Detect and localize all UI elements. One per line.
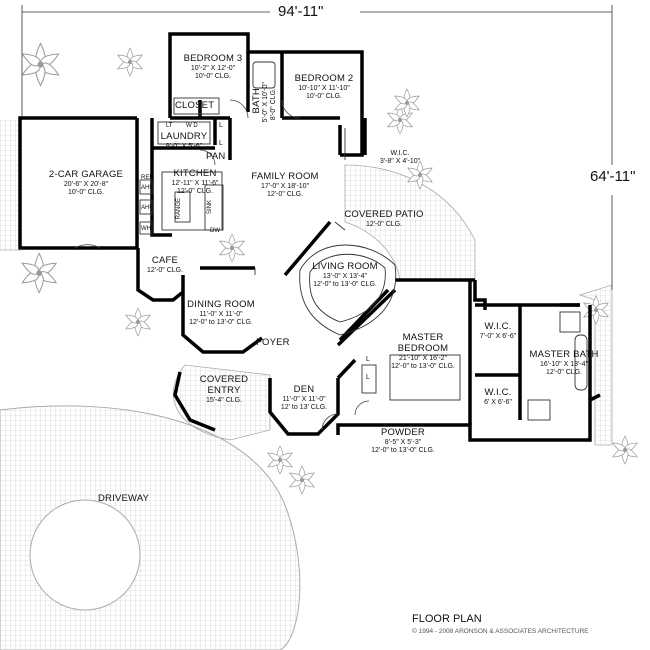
room-bath: BATH — [251, 88, 262, 114]
room-name: W.I.C. — [484, 321, 512, 332]
room-name: BEDROOM 2 — [294, 73, 354, 84]
room-name: POWDER — [381, 427, 425, 438]
room-name: MASTER BATH — [529, 349, 599, 360]
room-name: KITCHEN — [173, 168, 217, 179]
room-bath-size: 5'-0" X 10'-0" — [262, 82, 269, 123]
room-ceiling: 12'-0" CLG. — [176, 187, 214, 195]
room-name: LAUNDRY — [160, 131, 208, 142]
room-wic-top: W.I.C. 3'-8" X 4'-10" — [370, 150, 430, 166]
room-size: 20'-6" X 20'-8" — [63, 180, 109, 188]
room-size: 7'-0" X 6'-6" — [479, 332, 517, 340]
fixture-range: RANGE — [176, 198, 182, 220]
room-bath-ceiling: 8'-0" CLG. — [270, 88, 277, 121]
room-size: 13'-0" X 13'-4" — [322, 272, 368, 280]
room-size: 8'-5" X 5'-3" — [384, 438, 422, 446]
room-ceiling: 12'-0" to 13'-0" CLG. — [313, 280, 377, 288]
fixture-l-2: L — [219, 140, 223, 147]
overall-width-label: 94'-11" — [278, 3, 324, 20]
room-ceiling: 12'-0" CLG. — [266, 190, 304, 198]
room-name: COVERED PATIO — [344, 209, 424, 220]
driveway-label: DRIVEWAY — [98, 493, 150, 504]
room-name: MASTER — [402, 332, 444, 343]
room-cafe: CAFE 12'-0" CLG. — [140, 255, 190, 275]
room-size: 21'-10" X 16'-2" — [398, 354, 448, 362]
fixture-dw: DW — [210, 228, 220, 234]
room-ceiling: 12' to 13' CLG. — [280, 403, 328, 411]
room-name-2: BEDROOM — [397, 342, 449, 354]
room-name: DINING ROOM — [187, 299, 255, 310]
fixture-ahu-1: AHU — [141, 185, 154, 191]
room-name: W.I.C. — [484, 387, 512, 398]
fixture-lt: LT — [166, 123, 173, 129]
fixture-wh: WH — [141, 226, 151, 232]
room-ceiling: 12'-0" to 13'-0" CLG. — [189, 318, 253, 326]
room-size: 10'-2" X 12'-0" — [190, 64, 236, 72]
copyright-notice: © 1994 - 2008 ARONSON & ASSOCIATES ARCHI… — [412, 628, 589, 635]
room-closet: CLOSET — [175, 100, 215, 111]
room-size: 15'-4" CLG. — [205, 396, 243, 404]
room-family: FAMILY ROOM 17'-0" X 18'-10" 12'-0" CLG. — [244, 171, 326, 199]
room-size: 10'-10" X 11'-10" — [298, 84, 350, 92]
room-bedroom2: BEDROOM 2 10'-10" X 11'-10" 10'-0" CLG. — [286, 73, 362, 101]
room-master-bedroom: MASTER BEDROOM 21'-10" X 16'-2" 12'-0" t… — [378, 332, 468, 371]
room-ceiling: 12'-0" CLG. — [146, 266, 184, 274]
room-pan: PAN — [206, 151, 226, 162]
room-ceiling: 12'-0" CLG. — [365, 220, 403, 228]
room-garage: 2-CAR GARAGE 20'-6" X 20'-8" 10'-0" CLG. — [40, 169, 132, 197]
room-ceiling: 10'-0" CLG. — [305, 92, 343, 100]
fixture-l-3: L — [366, 356, 370, 363]
room-name: 2-CAR GARAGE — [48, 169, 124, 180]
door-swings — [74, 99, 370, 431]
room-ceiling: 12'-0" CLG. — [545, 368, 583, 376]
walls — [18, 32, 601, 442]
room-name: DEN — [293, 384, 315, 395]
room-name: COVERED — [199, 374, 249, 385]
fixtures-lines — [139, 61, 588, 421]
room-name-2: ENTRY — [207, 384, 241, 396]
room-wic-master-1: W.I.C. 7'-0" X 6'-6" — [478, 321, 518, 341]
room-size: 17'-0" X 18'-10" — [260, 182, 310, 190]
room-patio: COVERED PATIO 12'-0" CLG. — [344, 209, 424, 229]
room-size: 3'-8" X 4'-10" — [379, 158, 421, 166]
driveway-paving — [0, 120, 613, 650]
room-size: 11'-0" X 11'-0" — [282, 395, 326, 403]
room-ceiling: 10'-0" CLG. — [194, 72, 232, 80]
fixture-sink: SINK — [207, 200, 213, 215]
room-laundry: LAUNDRY 9'-0" X 5'-6" — [154, 131, 214, 151]
plan-title: FLOOR PLAN — [412, 613, 482, 625]
dimension-lines — [21, 5, 613, 290]
fixture-l-1: L — [219, 122, 223, 129]
room-bedroom3: BEDROOM 3 10'-2" X 12'-0" 10'-0" CLG. — [176, 53, 250, 81]
room-living: LIVING ROOM 13'-0" X 13'-4" 12'-0" to 13… — [302, 261, 388, 289]
room-wic-master-2: W.I.C. 6' X 6'-6" — [478, 387, 518, 407]
room-ceiling: 10'-0" CLG. — [67, 188, 105, 196]
fixture-wd: W D — [186, 123, 198, 129]
fixture-ahu-2: AHU — [141, 205, 154, 211]
room-name: LIVING ROOM — [312, 261, 378, 272]
room-size: 9'-0" X 5'-6" — [165, 142, 203, 150]
room-size: 12'-11" X 11'-6" — [171, 179, 219, 187]
room-ceiling: 12'-0" to 13'-0" CLG. — [391, 362, 455, 370]
room-size: 11'-0" X 11'-0" — [199, 310, 243, 318]
fixture-l-4: L — [366, 374, 370, 381]
room-size: 6' X 6'-6" — [484, 398, 512, 406]
overall-depth-label: 64'-11" — [590, 168, 636, 185]
room-den: DEN 11'-0" X 11'-0" 12' to 13' CLG. — [276, 384, 332, 412]
room-dining: DINING ROOM 11'-0" X 11'-0" 12'-0" to 13… — [176, 299, 266, 327]
fixture-ref: REF — [141, 175, 153, 181]
room-kitchen: KITCHEN 12'-11" X 11'-6" 12'-0" CLG. — [160, 168, 230, 196]
room-name: FAMILY ROOM — [251, 171, 319, 182]
room-name: CAFE — [151, 255, 179, 266]
room-size: 16'-10" X 13'-4" — [539, 360, 589, 368]
room-powder: POWDER 8'-5" X 5'-3" 12'-0" to 13'-0" CL… — [358, 427, 448, 455]
room-master-bath: MASTER BATH 16'-10" X 13'-4" 12'-0" CLG. — [526, 349, 602, 377]
room-name: W.I.C. — [390, 150, 410, 157]
room-covered-entry: COVERED ENTRY 15'-4" CLG. — [196, 374, 252, 405]
room-ceiling: 12'-0" to 13'-0" CLG. — [371, 446, 435, 454]
room-foyer: FOYER — [256, 337, 290, 348]
room-name: BEDROOM 3 — [183, 53, 243, 64]
